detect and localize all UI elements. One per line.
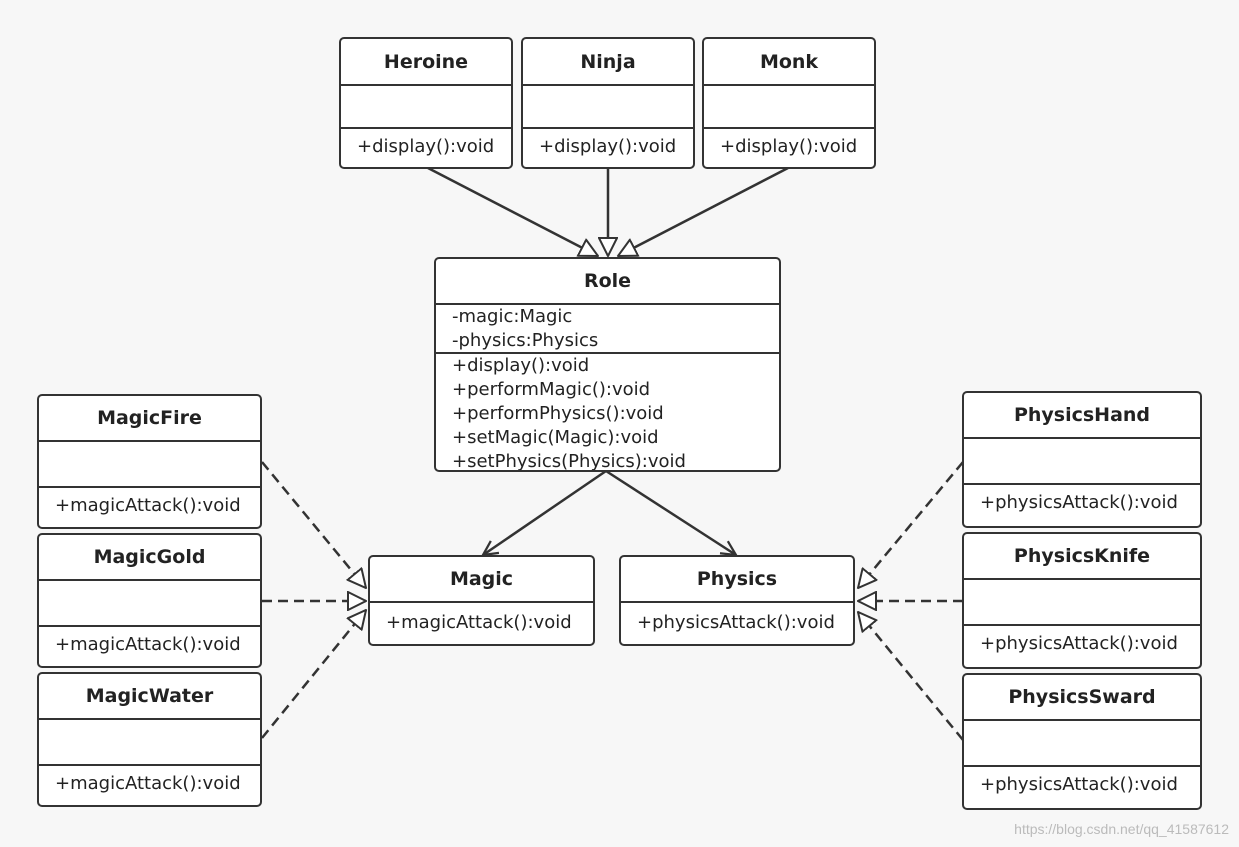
class-role-op: +performPhysics():void xyxy=(452,403,664,424)
class-physicsknife[interactable]: PhysicsKnife +physicsAttack():void xyxy=(962,532,1202,669)
class-magic-name: Magic xyxy=(370,557,593,603)
class-magicgold-op: +magicAttack():void xyxy=(55,634,241,655)
class-role-attr: -magic:Magic xyxy=(452,306,573,327)
class-ninja[interactable]: Ninja +display():void xyxy=(521,37,695,169)
class-magicfire-op: +magicAttack():void xyxy=(55,495,241,516)
class-monk[interactable]: Monk +display():void xyxy=(702,37,876,169)
class-physicsknife-op: +physicsAttack():void xyxy=(980,633,1178,654)
class-physicshand-op: +physicsAttack():void xyxy=(980,492,1178,513)
class-role-op: +performMagic():void xyxy=(452,379,651,400)
class-role-op: +display():void xyxy=(452,355,590,376)
class-role[interactable]: Role -magic:Magic -physics:Physics +disp… xyxy=(434,257,781,472)
class-monk-ops: +display():void xyxy=(704,129,874,159)
class-magicfire-attrs xyxy=(39,442,260,488)
class-physics-op: +physicsAttack():void xyxy=(637,612,835,633)
class-physicssward[interactable]: PhysicsSward +physicsAttack():void xyxy=(962,673,1202,810)
class-heroine-name: Heroine xyxy=(341,39,511,86)
class-magicgold-attrs xyxy=(39,581,260,627)
class-role-name: Role xyxy=(436,259,779,305)
class-heroine-op: +display():void xyxy=(357,136,495,157)
class-magicwater[interactable]: MagicWater +magicAttack():void xyxy=(37,672,262,807)
class-ninja-ops: +display():void xyxy=(523,129,693,159)
class-monk-attrs xyxy=(704,86,874,129)
class-magic[interactable]: Magic +magicAttack():void xyxy=(368,555,595,646)
class-ninja-op: +display():void xyxy=(539,136,677,157)
class-role-op: +setPhysics(Physics):void xyxy=(452,451,686,472)
class-magicgold-ops: +magicAttack():void xyxy=(39,627,260,657)
class-physicsknife-ops: +physicsAttack():void xyxy=(964,626,1200,656)
class-physicssward-op: +physicsAttack():void xyxy=(980,774,1178,795)
watermark: https://blog.csdn.net/qq_41587612 xyxy=(1014,821,1229,837)
class-physicssward-ops: +physicsAttack():void xyxy=(964,767,1200,797)
magicfire-to-magic-line xyxy=(261,461,366,588)
class-magicfire-name: MagicFire xyxy=(39,396,260,442)
class-physicssward-attrs xyxy=(964,721,1200,767)
class-magic-op: +magicAttack():void xyxy=(386,612,572,633)
physicssward-to-physics-line xyxy=(858,612,964,741)
class-magicgold-name: MagicGold xyxy=(39,535,260,581)
class-magicfire[interactable]: MagicFire +magicAttack():void xyxy=(37,394,262,529)
class-magicgold[interactable]: MagicGold +magicAttack():void xyxy=(37,533,262,668)
class-physicsknife-name: PhysicsKnife xyxy=(964,534,1200,580)
class-physics-name: Physics xyxy=(621,557,853,603)
role-to-magic-line xyxy=(483,469,607,555)
class-physicshand-name: PhysicsHand xyxy=(964,393,1200,439)
monk-to-role-line xyxy=(618,166,789,258)
physicshand-to-physics-line xyxy=(858,461,964,588)
class-magicwater-attrs xyxy=(39,720,260,766)
class-monk-op: +display():void xyxy=(720,136,858,157)
heroine-to-role-line xyxy=(427,166,598,258)
class-magicfire-ops: +magicAttack():void xyxy=(39,488,260,518)
class-physicshand-attrs xyxy=(964,439,1200,485)
magicwater-to-magic-line xyxy=(261,610,366,739)
class-magicwater-ops: +magicAttack():void xyxy=(39,766,260,796)
class-physicshand[interactable]: PhysicsHand +physicsAttack():void xyxy=(962,391,1202,528)
class-physics[interactable]: Physics +physicsAttack():void xyxy=(619,555,855,646)
class-ninja-attrs xyxy=(523,86,693,129)
class-role-ops: +display():void +performMagic():void +pe… xyxy=(436,354,779,472)
class-heroine-ops: +display():void xyxy=(341,129,511,159)
class-role-attr: -physics:Physics xyxy=(452,330,599,351)
class-physicssward-name: PhysicsSward xyxy=(964,675,1200,721)
class-physicsknife-attrs xyxy=(964,580,1200,626)
class-magic-ops: +magicAttack():void xyxy=(370,603,593,635)
class-monk-name: Monk xyxy=(704,39,874,86)
class-physicshand-ops: +physicsAttack():void xyxy=(964,485,1200,515)
class-magicwater-op: +magicAttack():void xyxy=(55,773,241,794)
class-role-op: +setMagic(Magic):void xyxy=(452,427,659,448)
role-to-physics-line xyxy=(605,469,736,555)
class-heroine[interactable]: Heroine +display():void xyxy=(339,37,513,169)
class-heroine-attrs xyxy=(341,86,511,129)
class-physics-ops: +physicsAttack():void xyxy=(621,603,853,635)
class-role-attrs: -magic:Magic -physics:Physics xyxy=(436,305,779,354)
class-ninja-name: Ninja xyxy=(523,39,693,86)
class-magicwater-name: MagicWater xyxy=(39,674,260,720)
